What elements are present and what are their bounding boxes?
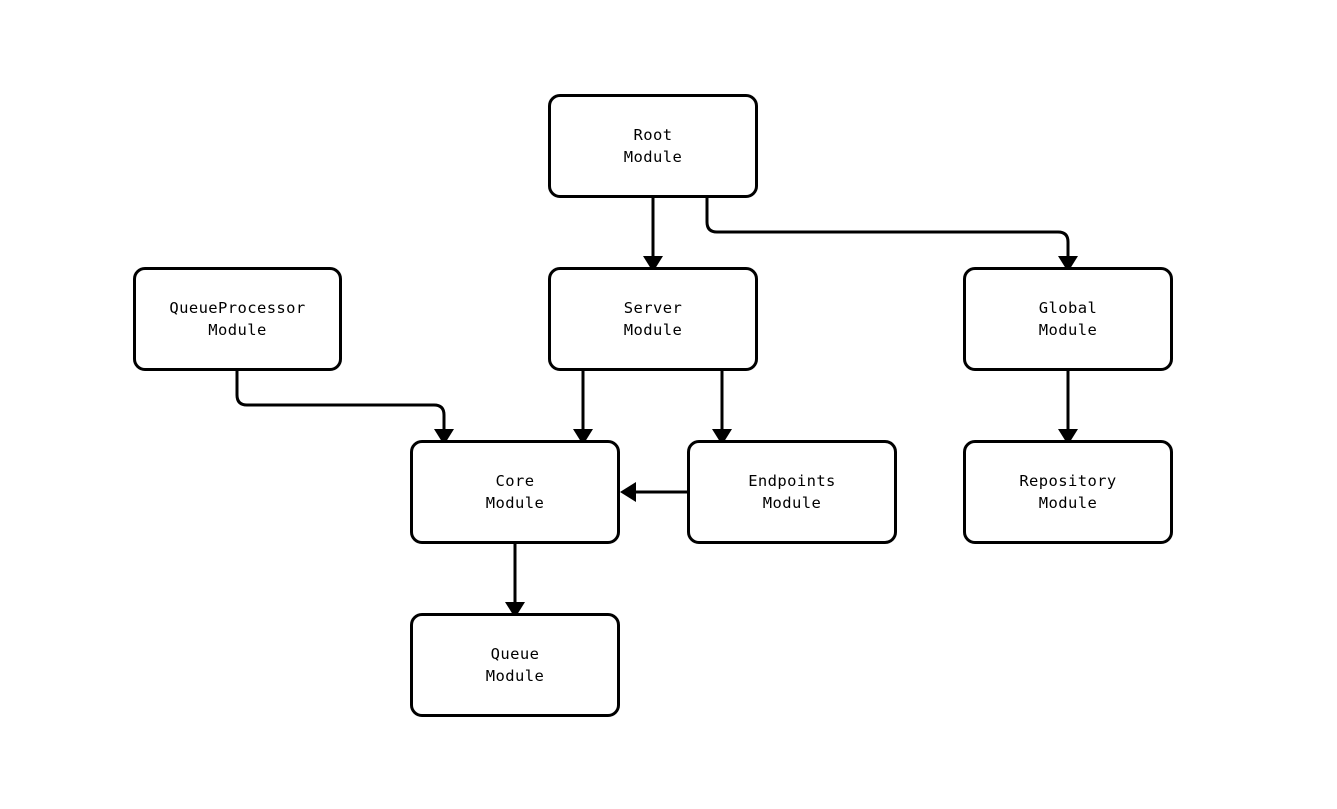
- node-queue-module-line2: Module: [485, 667, 545, 685]
- node-core-module-line1: Core: [495, 472, 535, 490]
- node-root-module[interactable]: Root Module: [548, 94, 758, 198]
- node-queue-module-line1: Queue: [490, 645, 540, 663]
- node-global-module-line2: Module: [1038, 321, 1098, 339]
- node-queueprocessor-module[interactable]: QueueProcessor Module: [133, 267, 342, 371]
- node-core-module-line2: Module: [485, 494, 545, 512]
- node-core-module[interactable]: Core Module: [410, 440, 620, 544]
- node-root-module-line2: Module: [623, 148, 683, 166]
- node-endpoints-module-line1: Endpoints: [748, 472, 836, 490]
- node-server-module-line1: Server: [623, 299, 683, 317]
- node-global-module-line1: Global: [1038, 299, 1098, 317]
- node-root-module-line1: Root: [633, 126, 673, 144]
- node-repository-module-line2: Module: [1038, 494, 1098, 512]
- edge-root-to-global: [705, 198, 1078, 272]
- edge-root-to-server: [643, 198, 663, 272]
- node-repository-module[interactable]: Repository Module: [963, 440, 1173, 544]
- node-global-module[interactable]: Global Module: [963, 267, 1173, 371]
- node-endpoints-module[interactable]: Endpoints Module: [687, 440, 897, 544]
- node-queueprocessor-module-line2: Module: [208, 321, 267, 339]
- node-server-module-line2: Module: [623, 321, 683, 339]
- edge-endpoints-to-core: [620, 482, 687, 502]
- node-repository-module-line1: Repository: [1019, 472, 1117, 490]
- node-endpoints-module-line2: Module: [762, 494, 822, 512]
- node-queueprocessor-module-line1: QueueProcessor: [169, 299, 306, 317]
- edge-server-to-core: [573, 371, 593, 445]
- node-server-module[interactable]: Server Module: [548, 267, 758, 371]
- edge-core-to-queue: [505, 544, 525, 618]
- edge-global-to-repository: [1058, 371, 1078, 445]
- edge-server-to-endpoints: [712, 371, 732, 445]
- node-queue-module[interactable]: Queue Module: [410, 613, 620, 717]
- edge-queueprocessor-to-core: [235, 371, 454, 445]
